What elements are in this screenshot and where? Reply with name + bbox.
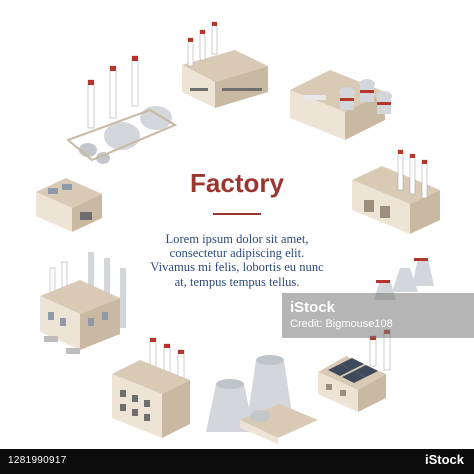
refinery-top-left (66, 55, 178, 164)
warehouse-right (352, 149, 440, 234)
cooling-towers-right (374, 258, 434, 300)
body-line: at, tempus tempus tellus. (174, 274, 300, 289)
power-plant-bottom-center (206, 355, 318, 444)
plant-top-right (290, 70, 392, 140)
factory-top-center (182, 21, 268, 108)
watermark-bar (282, 293, 474, 338)
body-text: Lorem ipsum dolor sit amet, consectetur … (137, 232, 337, 289)
footer-bar (0, 449, 474, 474)
factory-bottom-left (112, 337, 190, 438)
warehouse-left (36, 178, 102, 232)
page-title: Factory (190, 168, 284, 198)
factory-left (40, 252, 126, 354)
footer-brand: iStock (424, 452, 464, 467)
title-divider (213, 213, 261, 215)
watermark-brand: iStock (290, 299, 336, 316)
body-line: consectetur adipiscing elit. (169, 246, 305, 261)
footer-image-id: 1281990917 (8, 455, 67, 466)
factory-solar-bottom-right (318, 329, 391, 412)
body-line: Lorem ipsum dolor sit amet, (165, 232, 309, 246)
watermark-credit: Credit: Bigmouse108 (290, 318, 393, 330)
body-line: Vivamus mi felis, lobortis eu nunc (150, 260, 324, 275)
